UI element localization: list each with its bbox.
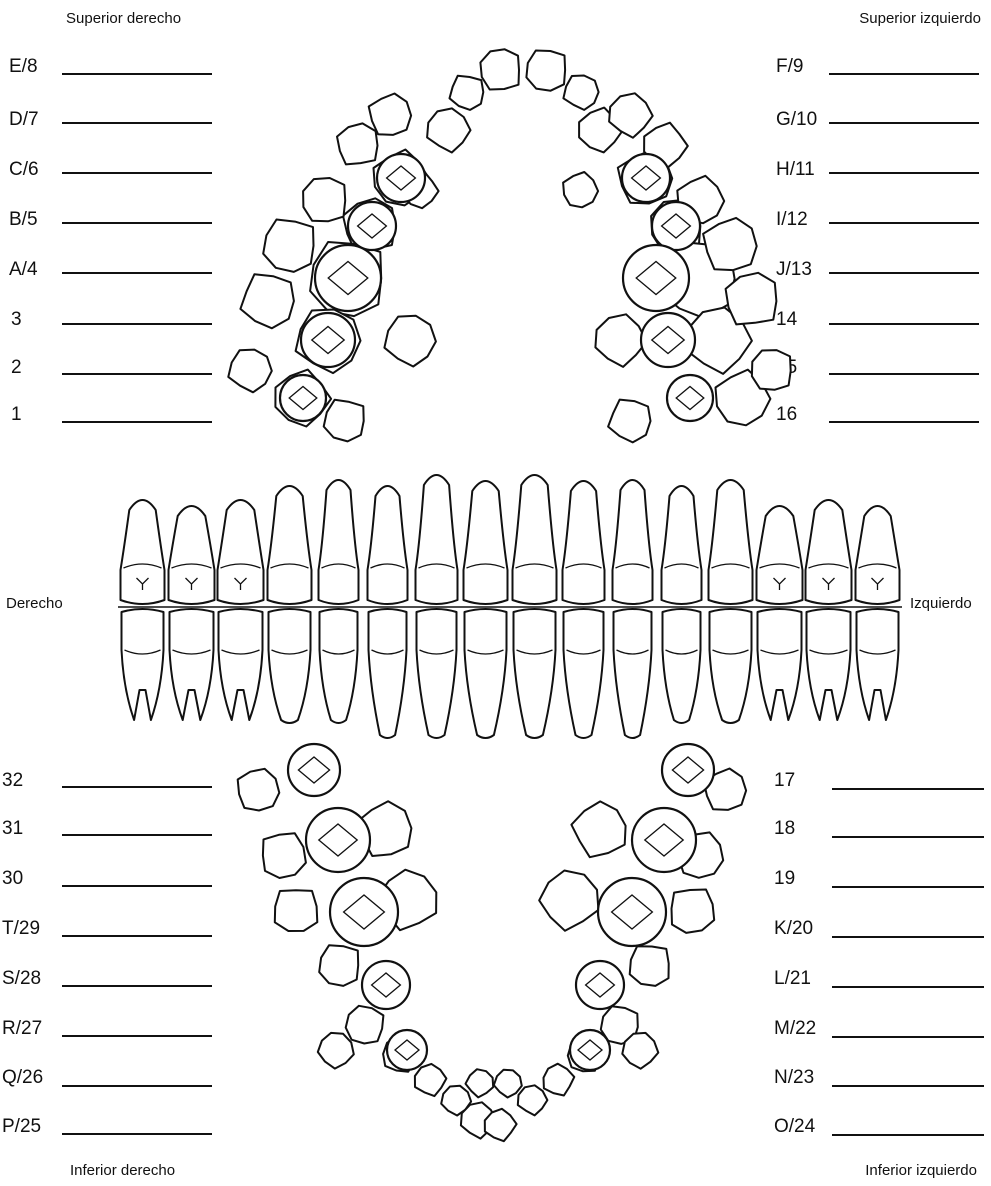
tooth-crown — [652, 202, 700, 250]
upper-tooth — [662, 486, 702, 604]
tooth-crown — [672, 890, 715, 933]
tooth-crown — [306, 808, 370, 872]
tooth-crown — [703, 218, 757, 270]
tooth-crown — [288, 744, 340, 796]
tooth-crown — [450, 76, 484, 110]
tooth-crown — [330, 878, 398, 946]
lower-tooth — [857, 609, 899, 720]
tooth-crown — [518, 1085, 548, 1115]
tooth-crown — [480, 49, 519, 89]
tooth-crown — [662, 744, 714, 796]
frontal-dentition-view — [118, 475, 902, 738]
tooth-crown — [595, 314, 646, 367]
tooth-crown — [377, 154, 425, 202]
tooth-crown — [263, 220, 313, 272]
tooth-crown — [632, 808, 696, 872]
tooth-crown — [319, 945, 358, 986]
lower-tooth — [219, 609, 263, 720]
upper-tooth — [513, 475, 557, 604]
lower-arch-occlusal-view — [238, 744, 746, 1141]
tooth-crown — [324, 400, 364, 442]
tooth-crown — [494, 1070, 522, 1098]
tooth-crown — [303, 178, 345, 221]
tooth-crown — [563, 172, 598, 207]
tooth-crown — [346, 1006, 384, 1044]
upper-tooth — [268, 486, 312, 604]
tooth-crown — [563, 76, 598, 110]
tooth-crown — [623, 245, 689, 311]
upper-tooth — [709, 480, 753, 604]
upper-tooth — [563, 481, 605, 604]
tooth-crown — [362, 961, 410, 1009]
upper-tooth — [368, 486, 408, 604]
lower-tooth — [320, 609, 358, 723]
lower-tooth — [710, 609, 752, 723]
tooth-crown — [485, 1109, 517, 1141]
tooth-crown — [275, 890, 318, 931]
tooth-crown — [315, 245, 381, 311]
tooth-crown — [667, 375, 713, 421]
tooth-crown — [622, 154, 670, 202]
tooth-crown — [318, 1033, 354, 1069]
lower-tooth — [514, 609, 556, 738]
lower-tooth — [269, 609, 311, 723]
tooth-crown — [641, 313, 695, 367]
lower-tooth — [564, 609, 604, 738]
lower-tooth — [122, 609, 164, 720]
tooth-crown — [427, 108, 470, 152]
tooth-crown — [622, 1033, 658, 1069]
tooth-crown — [544, 1064, 575, 1096]
upper-arch-occlusal-view — [228, 49, 790, 442]
tooth-crown — [526, 51, 565, 91]
tooth-crown — [263, 833, 306, 878]
tooth-crown — [598, 878, 666, 946]
tooth-crown — [570, 1030, 610, 1070]
lower-tooth — [170, 609, 214, 720]
tooth-crown — [238, 769, 280, 811]
lower-tooth — [614, 609, 652, 738]
tooth-crown — [280, 375, 326, 421]
tooth-crown — [571, 801, 625, 857]
upper-tooth — [319, 480, 359, 604]
upper-tooth — [416, 475, 458, 604]
tooth-crown — [630, 946, 669, 986]
lower-tooth — [807, 609, 851, 720]
lower-tooth — [663, 609, 701, 723]
tooth-crown — [228, 350, 271, 393]
lower-tooth — [369, 609, 407, 738]
tooth-crown — [608, 400, 650, 443]
tooth-crown — [337, 123, 378, 164]
tooth-crown — [466, 1069, 494, 1097]
tooth-crown — [369, 94, 411, 135]
tooth-crown — [752, 350, 791, 390]
tooth-crown — [301, 313, 355, 367]
lower-tooth — [465, 609, 507, 738]
tooth-crown — [539, 871, 598, 931]
lower-tooth — [758, 609, 802, 720]
tooth-crown — [387, 1030, 427, 1070]
tooth-crown — [384, 316, 436, 367]
tooth-crown — [576, 961, 624, 1009]
tooth-crown — [240, 274, 294, 328]
upper-tooth — [464, 481, 508, 604]
tooth-crown — [348, 202, 396, 250]
tooth-crown — [415, 1064, 447, 1096]
lower-tooth — [417, 609, 457, 738]
upper-tooth — [613, 480, 653, 604]
